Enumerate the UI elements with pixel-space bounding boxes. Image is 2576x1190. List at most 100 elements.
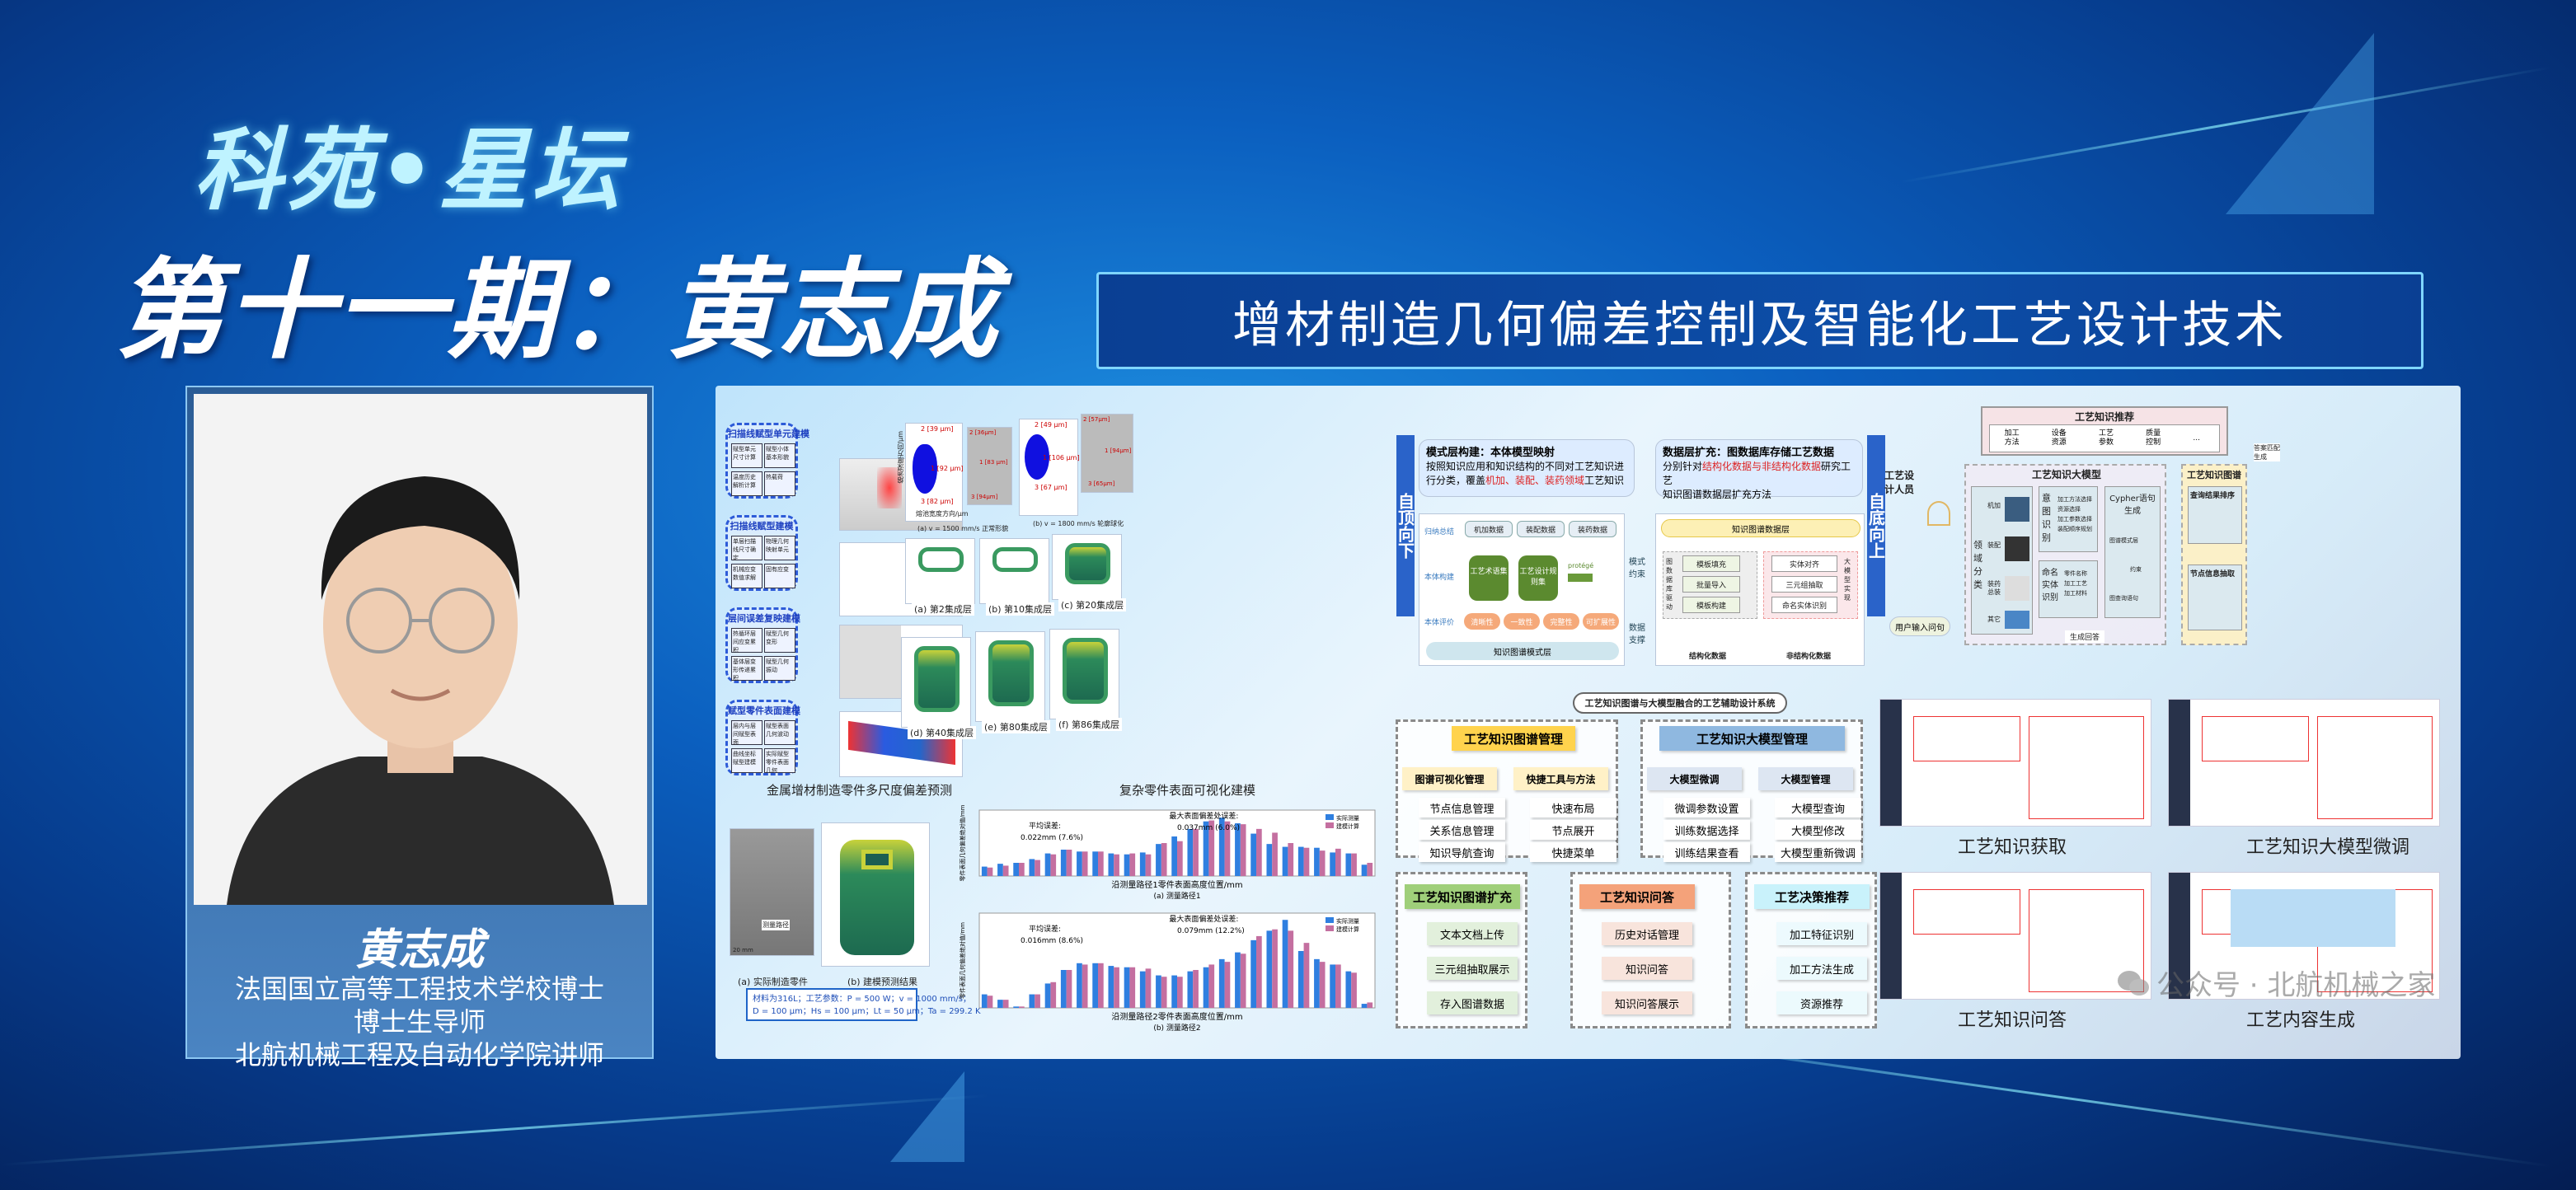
chart-bar — [1098, 851, 1104, 876]
module-item: 知识问答 — [1602, 957, 1692, 980]
submodule-item: 知识导航查询 — [1419, 842, 1505, 862]
submodule-heading: 快捷工具与方法 — [1513, 767, 1608, 790]
legend-swatch — [1326, 814, 1334, 820]
node-extract-label: 节点信息抽取 — [2190, 570, 2236, 579]
wechat-icon — [2118, 970, 2149, 996]
highlight-region — [2029, 716, 2144, 819]
flow-stage-title: 扫描线赋型单元建模 — [728, 429, 809, 439]
layer-caption: (a) 第2集成层 — [912, 602, 974, 616]
layer-render — [979, 538, 1049, 604]
chart-bar — [1060, 970, 1067, 1008]
chart-bar — [1060, 850, 1067, 876]
highlight-region — [2202, 716, 2309, 761]
person-portrait-icon — [194, 394, 647, 905]
manufactured-part-photo: 测量路径 20 mm — [730, 828, 814, 956]
domain-item: 装配 — [1987, 541, 2001, 549]
scale-label: 20 mm — [733, 947, 753, 953]
photo-caption: (a) 实际制造零件 — [738, 977, 808, 987]
model-viewport — [2231, 889, 2395, 947]
screenshot-caption: 工艺知识获取 — [1958, 837, 2067, 858]
evaluation-property: 清晰性 — [1464, 613, 1500, 630]
caption-surface-modeling: 复杂零件表面可视化建模 — [1119, 783, 1256, 798]
layer-render — [901, 637, 971, 728]
graph-db-step: 模板构建 — [1682, 597, 1740, 613]
evaluation-property: 可扩展性 — [1583, 613, 1619, 630]
intent-item: 加工参数选择 — [2058, 516, 2092, 522]
domain-item: 机加 — [1987, 502, 2001, 509]
chart-bar — [1335, 848, 1341, 876]
chart-bar — [1108, 966, 1114, 1008]
screenshot-caption: 工艺知识大模型微调 — [2246, 837, 2410, 858]
module-item: 历史对话管理 — [1602, 922, 1692, 945]
chart-bar — [1156, 975, 1161, 1008]
dim-label: 3 [65μm] — [1088, 480, 1115, 487]
talk-title-banner: 增材制造几何偏差控制及智能化工艺设计技术 — [1096, 272, 2424, 369]
kg-title: 工艺知识图谱 — [2187, 470, 2241, 480]
chart-bar — [997, 864, 1003, 876]
app-sidebar — [2169, 873, 2190, 999]
submodule-item: 大模型查询 — [1775, 798, 1861, 818]
layer-shape — [988, 640, 1034, 706]
system-module: 工艺决策推荐加工特征识别加工方法生成资源推荐 — [1745, 872, 1877, 1028]
chart-bar — [1114, 854, 1119, 876]
flow-stage: 赋型零件表面建模层内与层间赋型表面赋型表面几何波动曲线坐标赋型建模实际赋型零件表… — [725, 700, 800, 775]
flow-step: 物理几何映射单元 — [764, 536, 795, 560]
chart-bar — [1177, 977, 1183, 1008]
layer-caption: (d) 第40集成层 — [908, 726, 977, 739]
chart-title: (a) 测量路径1 — [1153, 891, 1200, 901]
chart-bar — [1035, 860, 1040, 876]
watermark-text: 公众号 · 北航机械之家 — [2156, 969, 2436, 1002]
params-line: D = 100 μm；Hs = 100 μm；Lt = 50 μm；Ta = 2… — [753, 1007, 981, 1016]
system-module: 工艺知识图谱扩充文本文档上传三元组抽取展示存入图谱数据 — [1396, 872, 1527, 1028]
submodule-heading: 大模型管理 — [1758, 767, 1853, 790]
app-sidebar — [1880, 873, 1902, 999]
chart-annotation: 0.037mm (6.0%) — [1177, 824, 1240, 832]
chart-bar — [987, 996, 993, 1008]
user-icon — [1927, 501, 1950, 526]
chart-bar — [1314, 847, 1320, 876]
recommend-item: 工艺参数 — [2098, 429, 2114, 447]
protege-arrow-label: protégé — [1568, 562, 1594, 569]
melt-pool-sim-a: 2 [39 μm] 1 [92 μm] 3 [82 μm] — [905, 423, 963, 522]
recommend-item: ... — [2193, 433, 2200, 443]
user-query-box[interactable]: 用户输入问句 — [1889, 616, 1950, 636]
named-entity-recognition: 命名实体识别 零件名称 加工工艺 加工材料 — [2039, 560, 2098, 618]
module-heading: 工艺决策推荐 — [1754, 884, 1870, 909]
chart-annotation: 0.016mm (8.6%) — [1021, 937, 1083, 945]
chart-bar — [1108, 853, 1114, 876]
layer-render — [975, 631, 1045, 722]
schema-layer-bar: 知识图谱模式层 — [1426, 642, 1619, 660]
caption-deviation-prediction: 金属增材制造零件多尺度偏差预测 — [767, 783, 953, 798]
chart-annotation: 平均误差: — [1029, 821, 1061, 831]
chart-bar — [1193, 970, 1199, 1008]
flow-step: 赋型几何变形 — [764, 628, 795, 653]
chart-annotation: 0.022mm (7.6%) — [1021, 834, 1083, 842]
layer-render — [1052, 534, 1122, 600]
chart-bar — [1330, 964, 1335, 1008]
flow-step: 固有应变 — [764, 564, 795, 588]
flow-step: 基体层变形传递累积 — [731, 656, 762, 682]
data-source-label: 非结构化数据 — [1786, 653, 1832, 661]
melt-pool-caption-b: (b) v = 1800 mm/s 轮廓球化 — [1033, 520, 1124, 527]
chart-x-label: 沿测量路径2零件表面高度位置/mm — [1111, 1011, 1242, 1022]
dim-label: 1 [94μm] — [1105, 447, 1132, 454]
chart-bar — [1187, 828, 1194, 876]
recommend-title: 工艺知识推荐 — [2074, 411, 2134, 423]
cypher-part: 图查询语句 — [2109, 595, 2138, 602]
assembly-image — [2005, 536, 2029, 561]
deviation-chart-path2: 沿测量路径2零件表面高度位置/mm(b) 测量路径2零件表面几何偏差绝对值/mm… — [959, 912, 1376, 1033]
cypher-label: Cypher语句生成 — [2109, 494, 2156, 516]
app-screenshot — [2168, 872, 2440, 1000]
chart-annotation: 0.079mm (12.2%) — [1177, 927, 1245, 935]
flow-step: 赋型单元尺寸计算 — [731, 443, 762, 468]
chart-bar — [1297, 951, 1304, 1008]
chart-bar — [1171, 836, 1177, 876]
highlight-region — [2029, 889, 2144, 992]
chart-bar — [1319, 962, 1326, 1008]
flow-step: 热循环层间应变累积 — [731, 628, 762, 654]
chart-bar — [1256, 935, 1262, 1008]
chart-bar — [1235, 823, 1241, 876]
flow-stage-title: 层间误差复映建模 — [728, 613, 800, 624]
chart-bar — [1145, 854, 1152, 876]
cypher-part: 约束 — [2130, 566, 2142, 573]
